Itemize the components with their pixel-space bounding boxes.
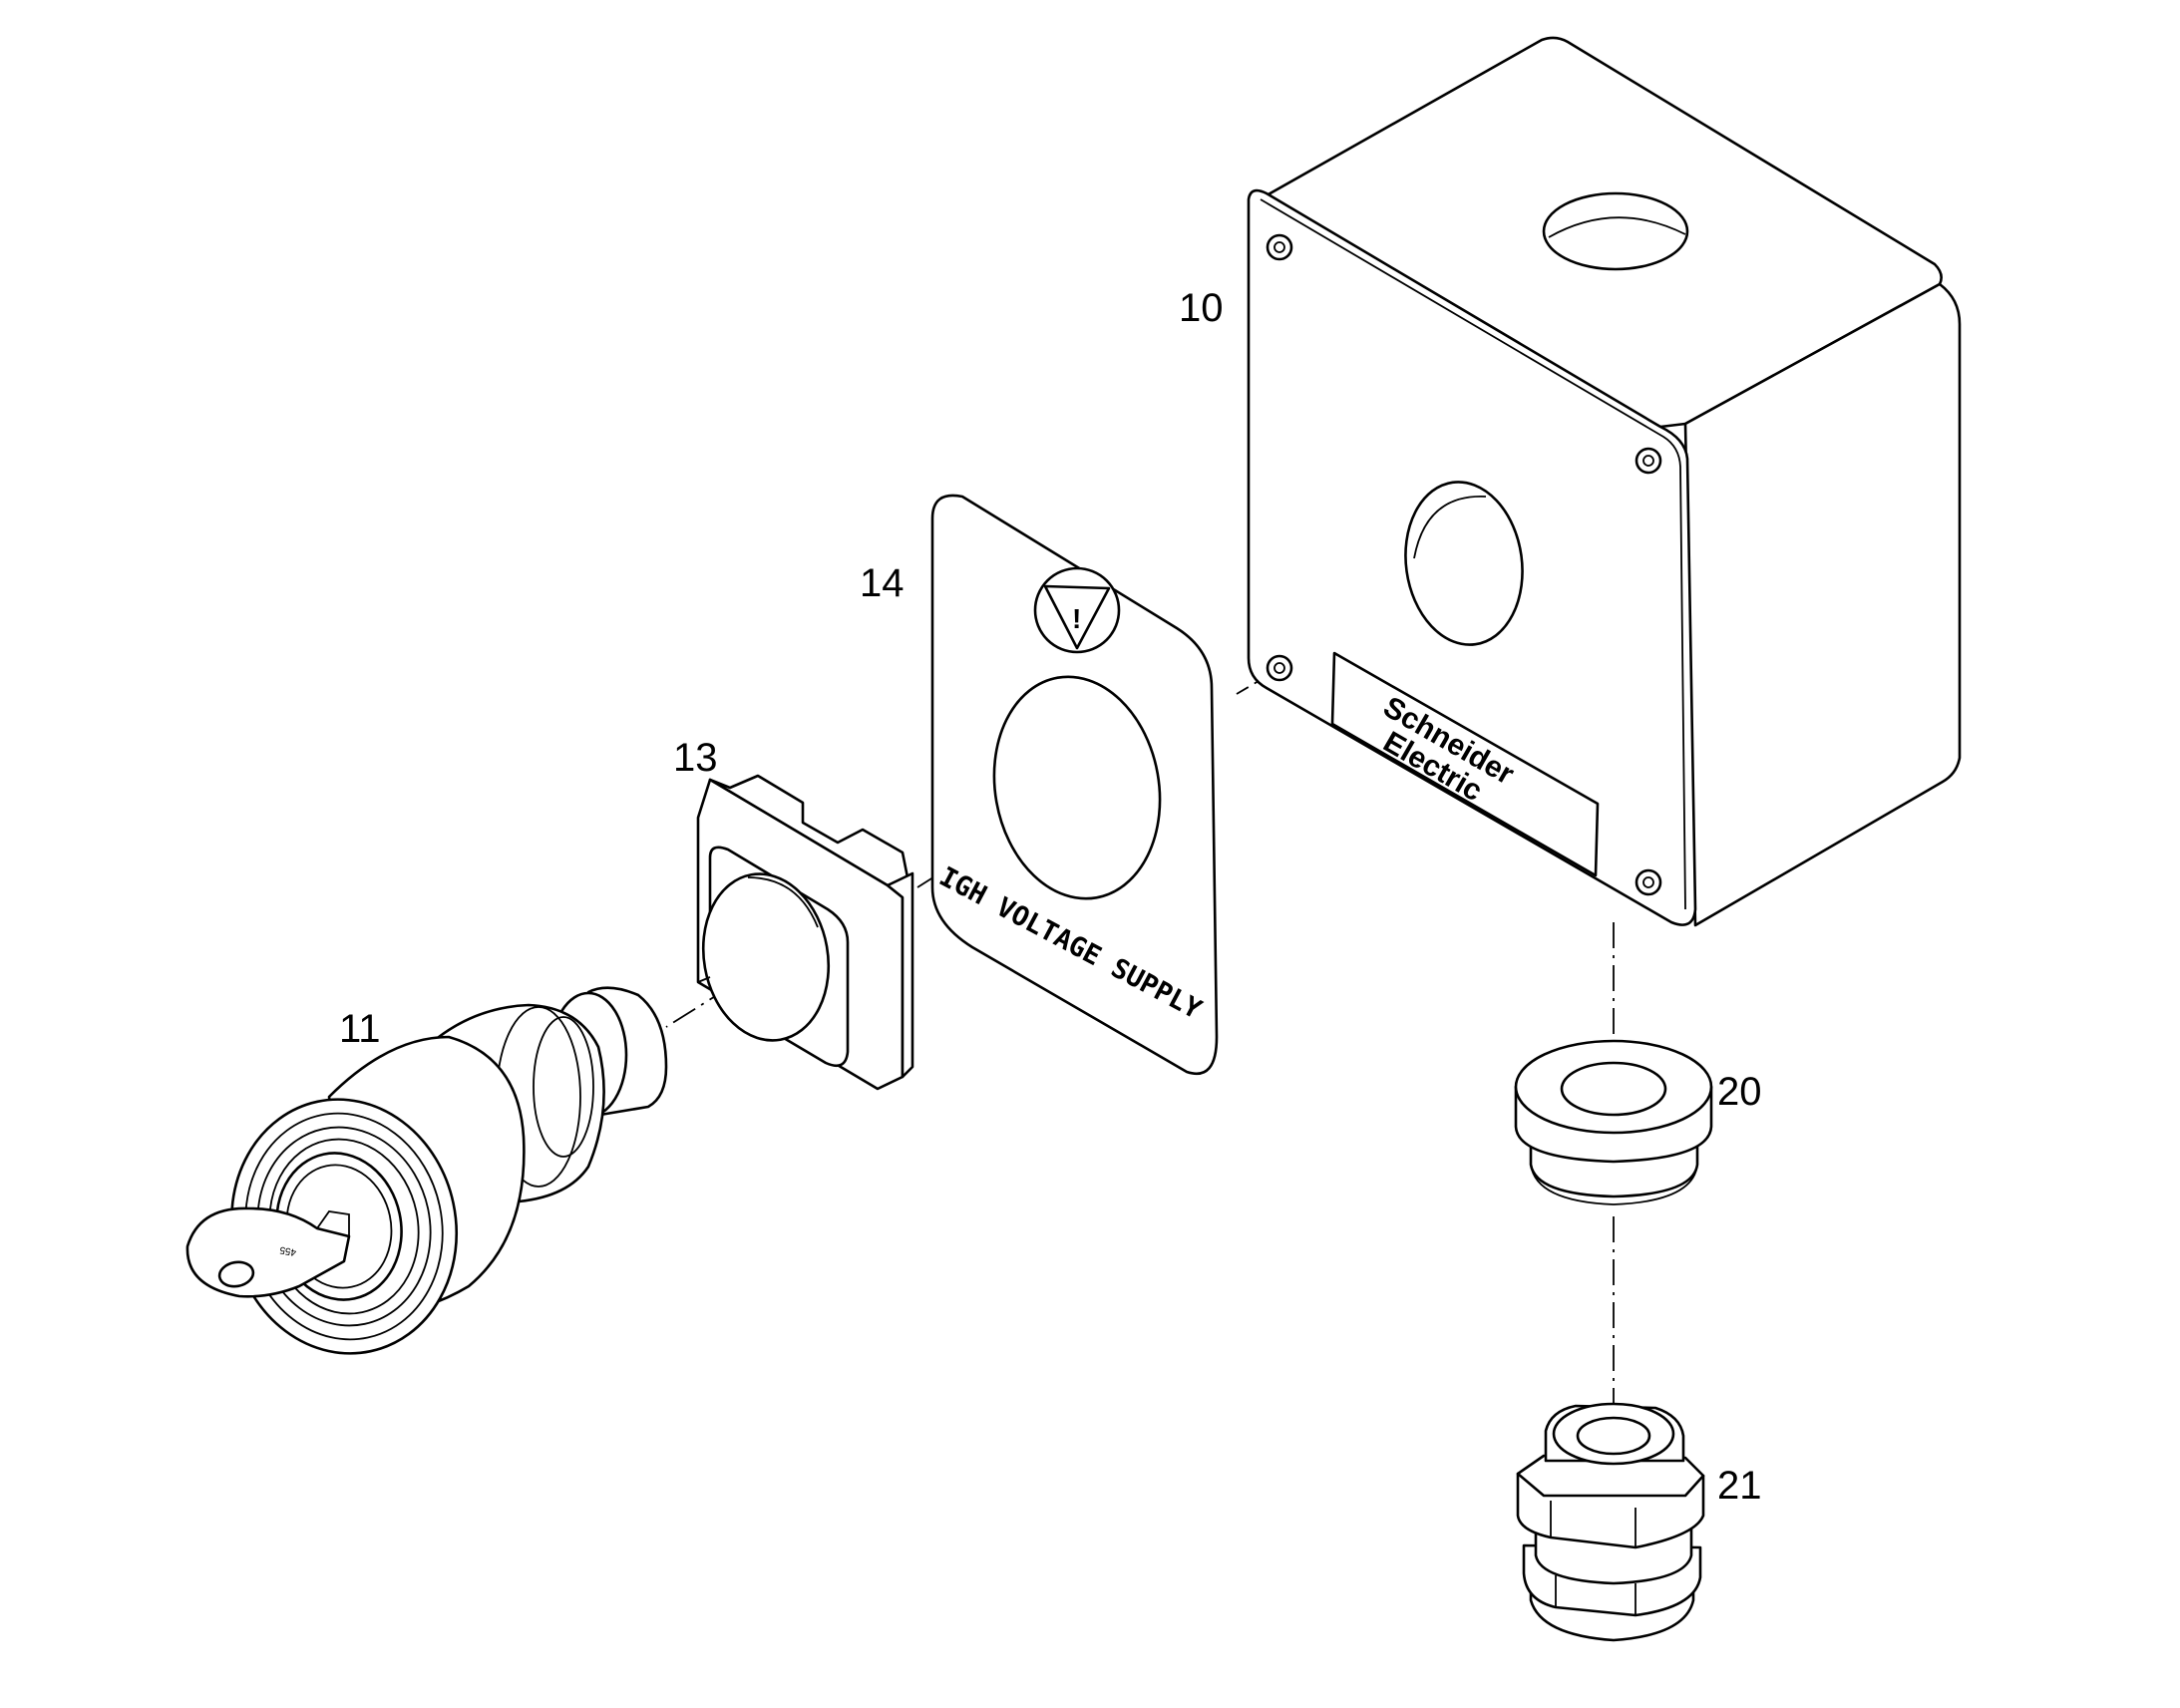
corner-screw-bottom-left	[1266, 654, 1293, 682]
corner-screw-bottom-right	[1635, 868, 1662, 896]
enclosure-box: Schneider Electric	[1247, 36, 1962, 927]
brand-label-frame	[1330, 651, 1600, 877]
corner-screw-top-left	[1266, 233, 1293, 261]
callout-legend-plate: 14	[860, 561, 905, 605]
exclamation-mark-glyph: !	[1072, 603, 1081, 634]
gland-seal	[1514, 1039, 1713, 1205]
callout-labels: 10 14 13 11 20 21	[339, 286, 1762, 1508]
cable-gland	[1516, 1402, 1705, 1642]
fixing-collar	[696, 774, 914, 1091]
gland-bore	[1576, 1416, 1651, 1456]
callout-cable-gland: 21	[1717, 1464, 1762, 1508]
warning-triangle-icon	[1043, 584, 1111, 650]
callout-fixing-collar: 13	[673, 736, 718, 780]
plate-opening	[992, 675, 1162, 900]
key-hole	[217, 1260, 255, 1288]
key-selector-switch: 455	[185, 986, 668, 1355]
callout-gland-seal: 20	[1717, 1070, 1762, 1114]
top-entry-hole	[1542, 191, 1689, 271]
callout-box: 10	[1179, 286, 1224, 330]
callout-selector: 11	[339, 1007, 381, 1051]
front-mounting-hole	[1404, 481, 1524, 646]
corner-screw-top-right	[1635, 447, 1662, 475]
collar-bore	[701, 872, 831, 1042]
key-code-text: 455	[278, 1243, 297, 1257]
seal-bore	[1560, 1061, 1667, 1117]
legend-plate: ! IGH VOLTAGE SUPPLY	[930, 494, 1219, 1076]
